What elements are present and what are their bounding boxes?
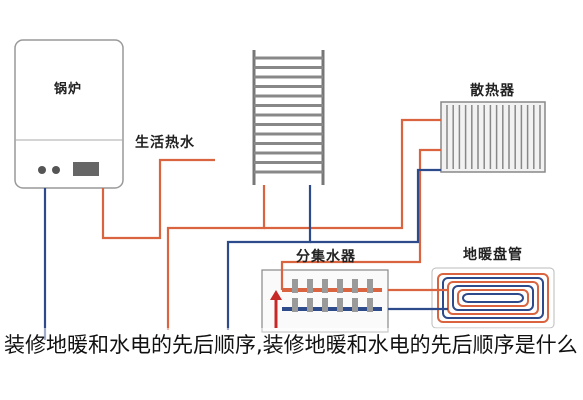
manifold-valve xyxy=(322,298,328,312)
boiler-knob-1 xyxy=(38,166,46,174)
flow-arrow-head xyxy=(270,290,282,300)
coil-loop xyxy=(437,273,549,323)
manifold-valve xyxy=(322,279,328,293)
coil-loop xyxy=(462,293,524,303)
boiler-knob-2 xyxy=(52,166,60,174)
boiler xyxy=(14,39,124,189)
manifold-valve xyxy=(307,279,313,293)
manifold-valve xyxy=(337,298,343,312)
manifold-valve xyxy=(367,279,373,293)
hot-pipes xyxy=(101,118,448,330)
manifold-label: 分集水器 xyxy=(296,249,356,265)
manifold-valve xyxy=(307,298,313,312)
return-pipes xyxy=(43,168,448,340)
hot-water-label: 生活热水 xyxy=(135,135,195,151)
floor-heating-coil xyxy=(431,267,555,329)
manifold-valve xyxy=(292,298,298,312)
towel-radiator xyxy=(252,50,325,185)
boiler-display xyxy=(73,162,99,176)
coil-loop xyxy=(447,281,539,315)
coil-loop xyxy=(452,285,534,311)
manifold-valve xyxy=(367,298,373,312)
coil-loop xyxy=(442,277,544,319)
floor-heating-label: 地暖盘管 xyxy=(463,247,523,263)
coil-loop xyxy=(457,289,529,307)
manifold-valve xyxy=(352,298,358,312)
boiler-label: 锅炉 xyxy=(54,82,83,97)
panel-radiator xyxy=(440,101,546,173)
manifold-valve xyxy=(337,279,343,293)
manifold-valve xyxy=(292,279,298,293)
radiator-label: 散热器 xyxy=(470,83,515,99)
caption-text: 装修地暖和水电的先后顺序,装修地暖和水电的先后顺序是什么 xyxy=(4,328,582,362)
manifold-valve xyxy=(352,279,358,293)
